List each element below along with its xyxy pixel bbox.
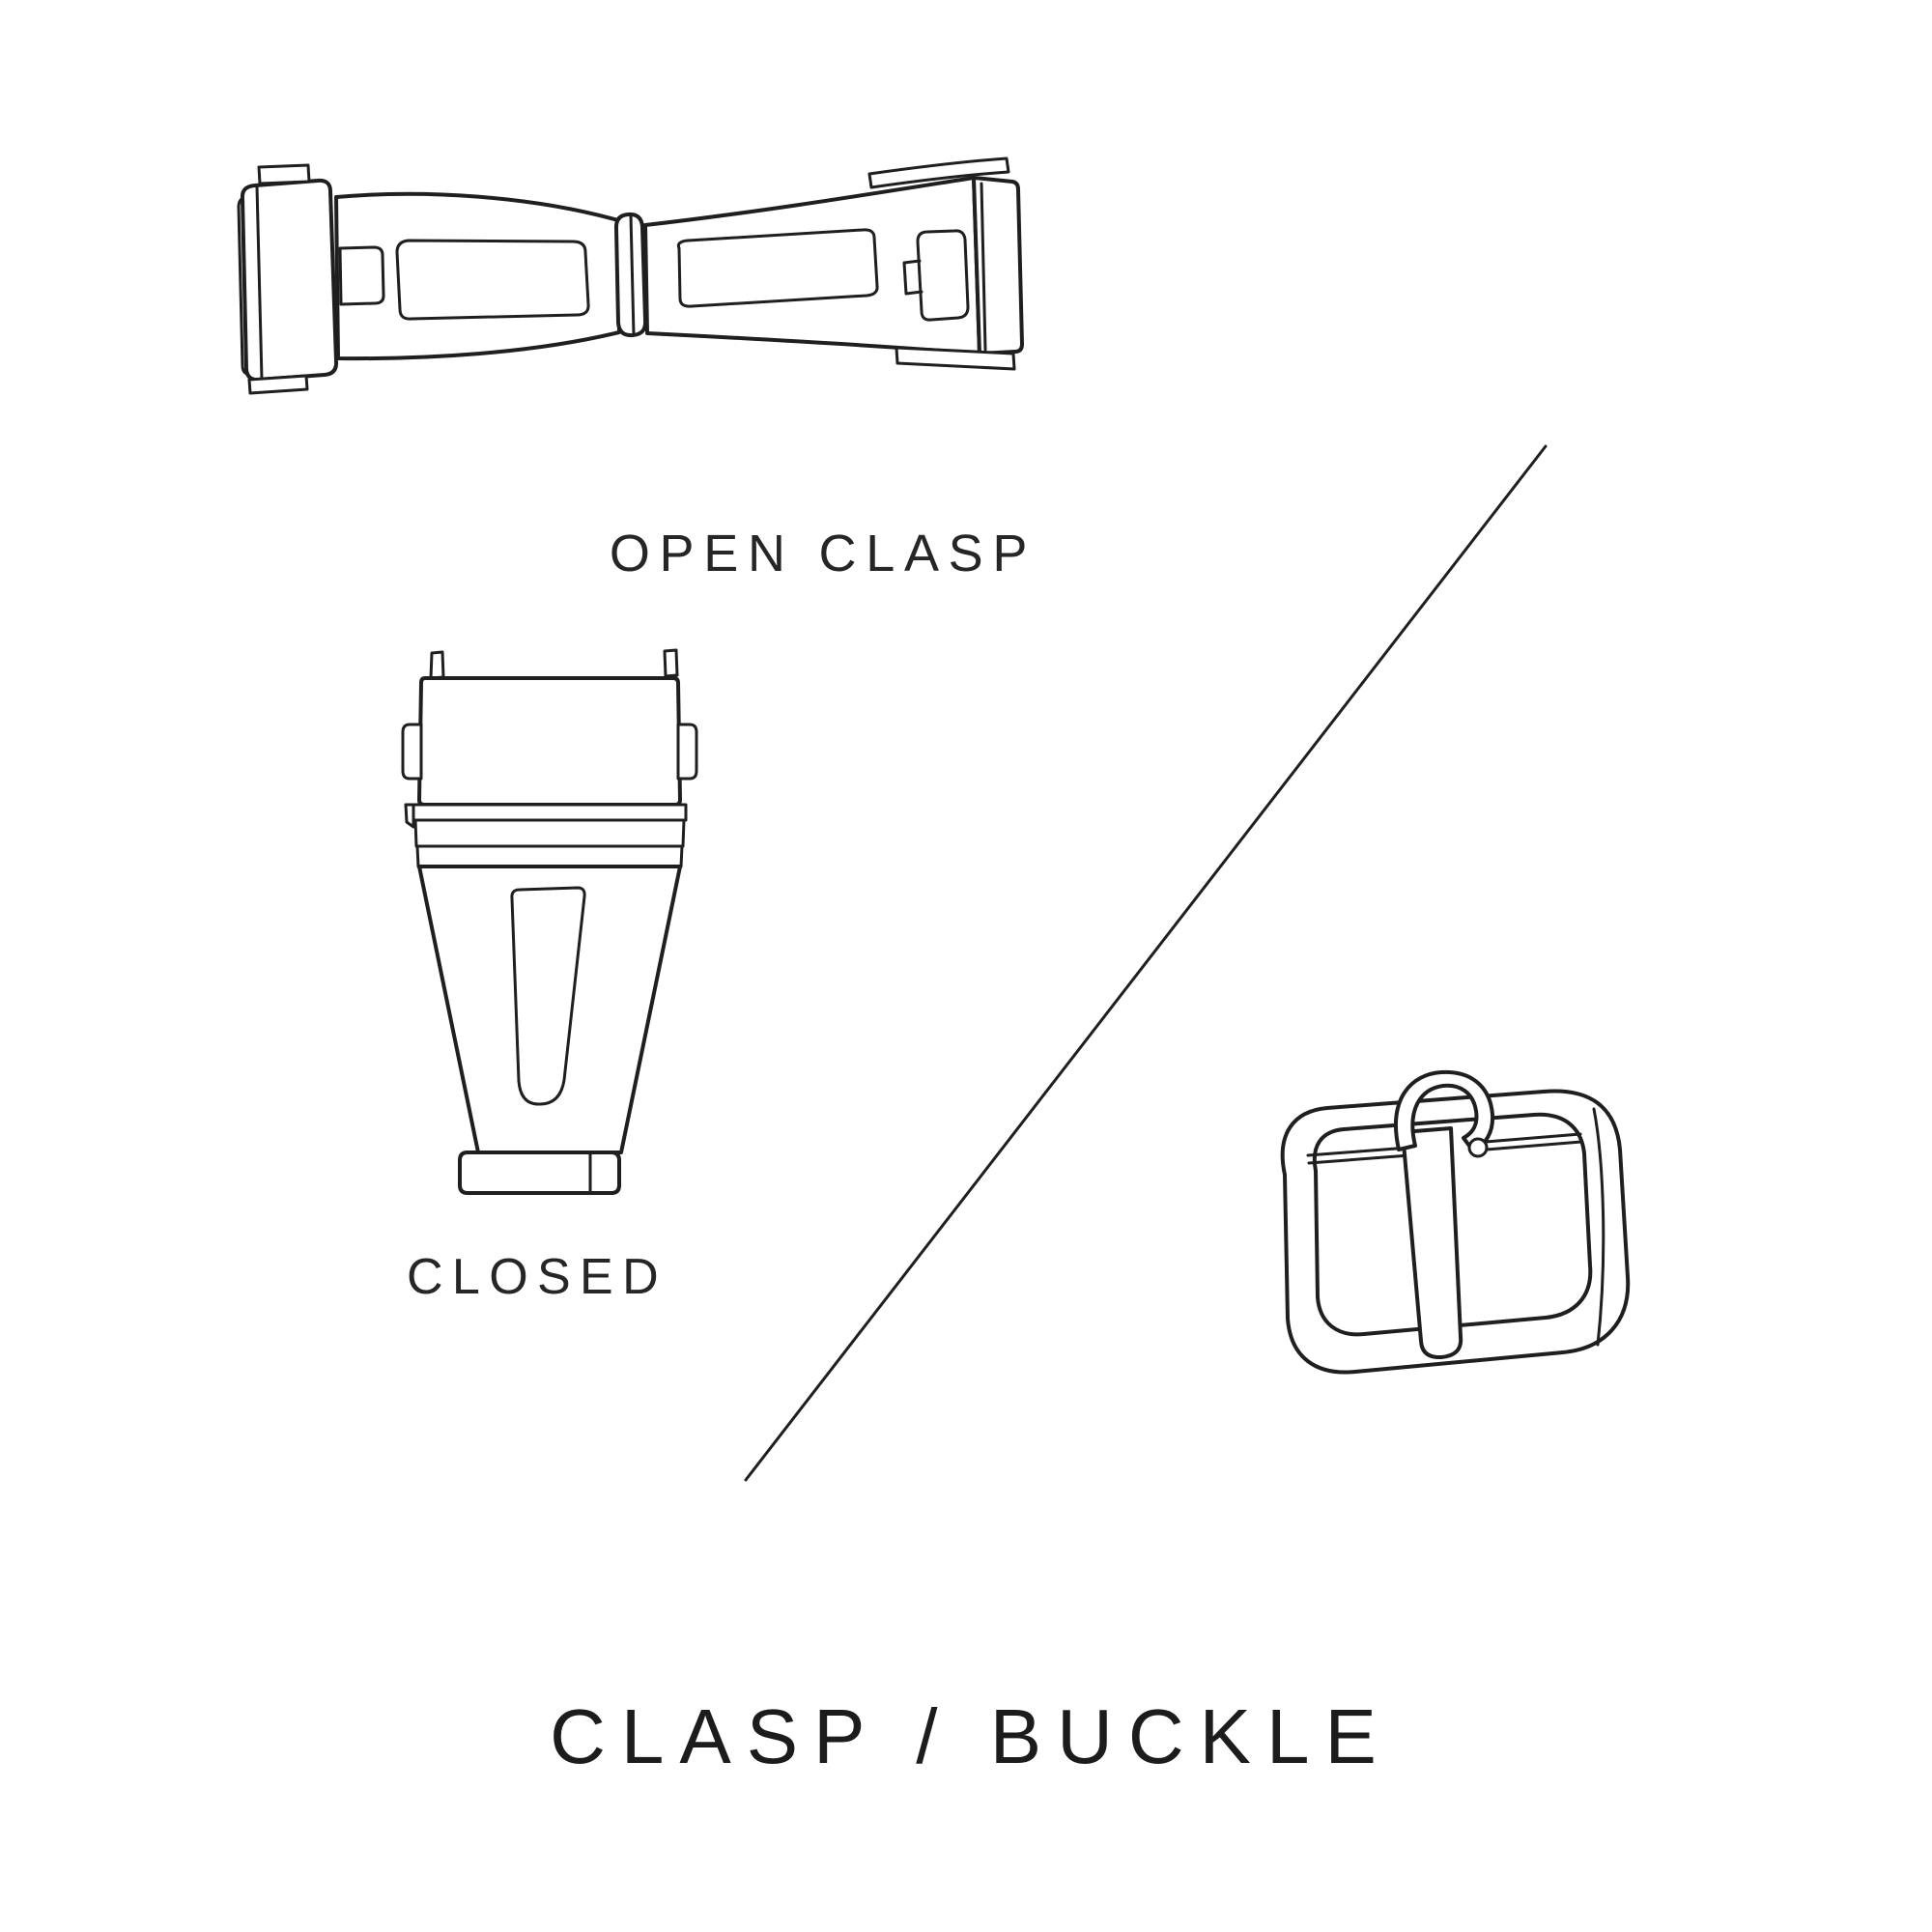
open-clasp-left-block [240,178,339,383]
buckle-frame-right-curve [1592,1107,1605,1347]
open-clasp-bottom-slat [895,346,1016,371]
buckle-loop-ring [1467,1137,1489,1158]
open-clasp-catch [916,229,970,322]
open-clasp-catch-hook [902,259,923,296]
closed-clasp-slot [510,886,586,1106]
diagonal-divider-line [744,444,1548,1482]
open-clasp-top-tab [257,163,311,185]
buckle-illustration [1280,1069,1631,1375]
buckle-pin-right [1484,1132,1583,1151]
open-clasp-left-window [395,239,590,321]
closed-clasp-band-top [412,803,688,822]
closed-label: CLOSED [407,1249,668,1305]
open-clasp-right-window [676,228,879,308]
closed-clasp-right-ear [676,723,698,781]
closed-clasp-foot [458,1151,621,1195]
closed-clasp-prong-right [663,648,679,678]
closed-clasp-body [417,865,682,1154]
open-clasp-illustration [237,156,1024,395]
open-clasp-hinge-line [629,213,636,337]
open-clasp-bottom-tab [247,374,309,395]
closed-clasp-corner-tab [404,803,415,829]
open-clasp-top-slat [867,156,1010,189]
buckle-tongue [1401,1126,1463,1360]
diagram-title: CLASP / BUCKLE [550,1693,1392,1779]
buckle-pin-left [1306,1146,1411,1165]
open-clasp-label: OPEN CLASP [609,525,1037,582]
open-clasp-left-notch [338,245,385,306]
closed-clasp-left-ear [401,723,423,781]
closed-clasp-top-block [417,676,682,807]
closed-clasp-prong-left [429,650,445,680]
open-clasp-right-end-line [980,182,987,352]
closed-clasp-band-middle [413,818,686,848]
closed-clasp-band-bottom [415,844,684,868]
closed-clasp-illustration [401,648,698,1195]
open-clasp-left-block-strip [255,185,264,382]
